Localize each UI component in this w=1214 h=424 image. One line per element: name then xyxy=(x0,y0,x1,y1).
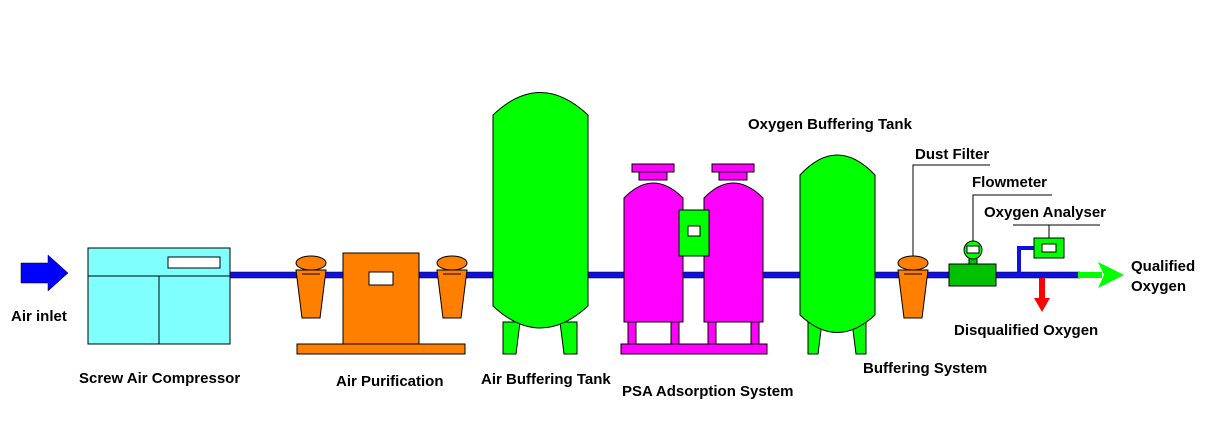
flowmeter xyxy=(948,240,997,287)
screw-air-compressor-label: Screw Air Compressor xyxy=(79,370,240,387)
air-purification-unit xyxy=(295,252,468,355)
buffering-system-label: Buffering System xyxy=(863,360,987,377)
psa-adsorption-system xyxy=(620,163,768,355)
qualified-oxygen-label-line1: Qualified xyxy=(1131,258,1195,275)
air-inlet-label: Air inlet xyxy=(11,308,67,325)
oxygen-analyser xyxy=(1017,237,1065,275)
oxygen-analyser-label: Oxygen Analyser xyxy=(984,204,1106,221)
analyser-sample-pipe xyxy=(1017,246,1034,275)
dust-filter-label: Dust Filter xyxy=(915,146,989,163)
screw-air-compressor xyxy=(87,247,231,345)
dust-filter-leader-line xyxy=(912,164,990,256)
compressor-display-panel xyxy=(167,256,221,269)
purification-display-panel xyxy=(368,271,394,286)
psa-base xyxy=(620,343,768,355)
air-purification-label: Air Purification xyxy=(336,373,444,390)
qualified-oxygen-label-line2: Oxygen xyxy=(1131,278,1186,295)
dust-filter xyxy=(897,255,929,319)
psa-adsorption-system-label: PSA Adsorption System xyxy=(622,383,793,400)
purification-base xyxy=(296,343,466,355)
air-buffering-tank-label: Air Buffering Tank xyxy=(481,371,611,388)
oxygen-analyser-leader-line xyxy=(1048,224,1100,238)
flowmeter-leader-line xyxy=(972,194,1052,241)
flowmeter-label: Flowmeter xyxy=(972,174,1047,191)
air-inlet-arrow xyxy=(20,254,69,292)
qualified-oxygen-arrow xyxy=(1078,262,1124,288)
oxygen-buffering-tank-label: Oxygen Buffering Tank xyxy=(748,116,913,133)
disqualified-oxygen-arrow xyxy=(1034,278,1050,312)
air-buffering-tank xyxy=(492,92,589,355)
oxygen-buffering-tank xyxy=(799,154,876,355)
disqualified-oxygen-label: Disqualified Oxygen xyxy=(954,322,1098,339)
